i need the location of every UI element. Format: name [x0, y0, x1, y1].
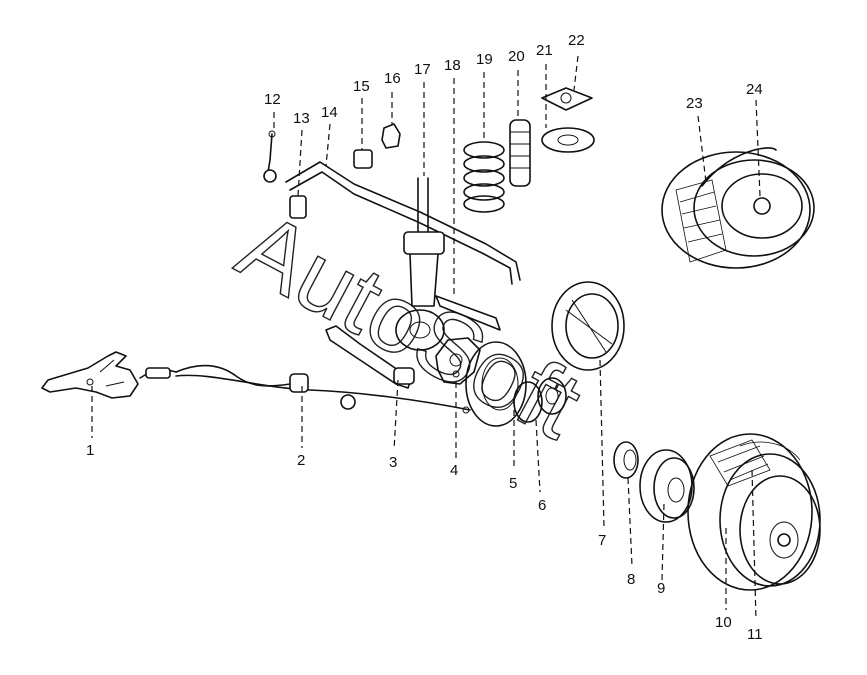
part-16-clamp[interactable] [381, 123, 401, 149]
callout-13: 13 [293, 110, 310, 127]
callout-12: 12 [264, 91, 281, 108]
part-20-dust-boot[interactable] [509, 119, 531, 187]
part-22-upper-strut-mount[interactable] [541, 87, 593, 111]
part-18-tension-rod[interactable] [435, 295, 501, 331]
part-4-steering-knuckle[interactable] [435, 337, 481, 385]
callout-labels: 1 2 3 4 5 6 7 8 9 10 11 12 13 14 15 16 1… [86, 32, 763, 643]
part-7-brake-shoes[interactable] [551, 281, 625, 371]
part-1-handbrake-lever[interactable] [41, 351, 139, 399]
part-23-24-spare-wheel[interactable] [661, 147, 815, 269]
callout-5: 5 [509, 475, 517, 492]
part-8-hub-cap-nut[interactable] [613, 441, 639, 479]
callout-15: 15 [353, 78, 370, 95]
leader-lines [91, 55, 761, 621]
callout-3: 3 [389, 454, 397, 471]
callout-4: 4 [450, 462, 458, 479]
part-9-brake-drum[interactable] [639, 449, 695, 523]
callout-24: 24 [746, 81, 763, 98]
part-12-stabilizer-link[interactable] [263, 130, 277, 183]
callout-7: 7 [598, 532, 606, 549]
callout-19: 19 [476, 51, 493, 68]
part-3-lower-control-arm[interactable] [325, 325, 415, 389]
callout-8: 8 [627, 571, 635, 588]
part-17-strut[interactable] [395, 177, 445, 351]
part-15-bushing[interactable] [353, 149, 373, 169]
part-5-brake-backing-plate[interactable] [465, 341, 527, 427]
callout-9: 9 [657, 580, 665, 597]
part-2-handbrake-cable[interactable] [139, 364, 471, 414]
callout-14: 14 [321, 104, 338, 121]
callout-1: 1 [86, 442, 94, 459]
callout-16: 16 [384, 70, 401, 87]
part-21-strut-bearing[interactable] [541, 127, 595, 153]
callout-6: 6 [538, 497, 546, 514]
callout-18: 18 [444, 57, 461, 74]
part-19-coil-spring[interactable] [463, 141, 505, 213]
callout-22: 22 [568, 32, 585, 49]
callout-21: 21 [536, 42, 553, 59]
callout-20: 20 [508, 48, 525, 65]
callout-23: 23 [686, 95, 703, 112]
callout-10: 10 [715, 614, 732, 631]
callout-17: 17 [414, 61, 431, 78]
part-13-bracket[interactable] [289, 195, 307, 219]
part-10-11-rear-wheel-assembly[interactable] [687, 433, 821, 591]
callout-2: 2 [297, 452, 305, 469]
callout-11: 11 [747, 626, 763, 643]
